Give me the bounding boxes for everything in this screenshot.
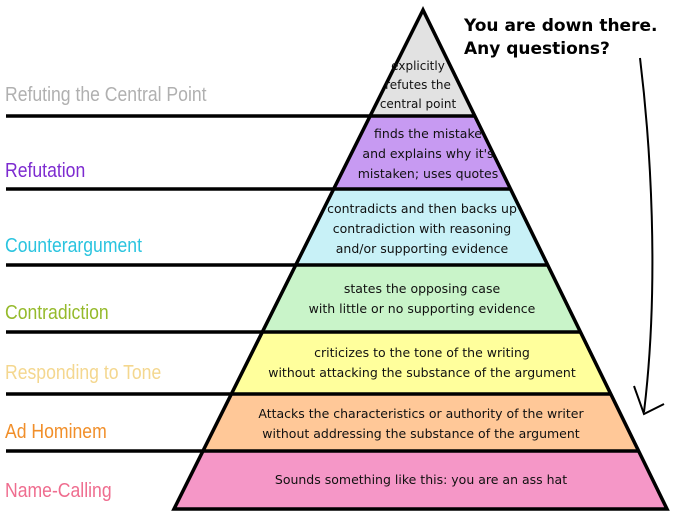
level-label-name-calling: Name-Calling bbox=[5, 480, 112, 502]
description-line: central point bbox=[379, 97, 457, 111]
level-label-ad-hominem: Ad Hominem bbox=[5, 421, 107, 443]
level-divider-lines bbox=[6, 114, 639, 453]
down-arrow-icon bbox=[639, 57, 654, 413]
pyramid-band bbox=[262, 265, 581, 332]
description-line: finds the mistake bbox=[374, 126, 482, 141]
level-label-refuting-central-point: Refuting the Central Point bbox=[5, 84, 207, 106]
description-line: Sounds something like this: you are an a… bbox=[274, 472, 568, 487]
pyramid-band bbox=[295, 189, 548, 265]
callout-line: You are down there. bbox=[464, 16, 658, 36]
pyramid-band bbox=[231, 332, 611, 394]
description-line: Attacks the characteristics or authority… bbox=[258, 406, 584, 421]
callout-text: You are down there. Any questions? bbox=[464, 15, 657, 61]
level-description-responding-to-tone: criticizes to the tone of the writing wi… bbox=[268, 343, 576, 383]
description-line: without attacking the substance of the a… bbox=[268, 365, 576, 380]
level-description-contradiction: states the opposing case with little or … bbox=[309, 279, 536, 319]
description-line: with little or no supporting evidence bbox=[308, 301, 536, 316]
level-label-responding-to-tone: Responding to Tone bbox=[5, 362, 162, 384]
arrow-head-icon bbox=[633, 385, 665, 416]
level-description-refuting-central-point: explicitly refutes the central point bbox=[380, 57, 456, 114]
level-label-counterargument: Counterargument bbox=[5, 235, 142, 257]
description-line: contradiction with reasoning bbox=[332, 221, 512, 236]
level-label-refutation: Refutation bbox=[5, 160, 86, 182]
pyramid-bands bbox=[174, 10, 667, 509]
level-description-name-calling: Sounds something like this: you are an a… bbox=[275, 470, 567, 490]
pyramid-band bbox=[370, 10, 475, 116]
description-line: states the opposing case bbox=[343, 281, 501, 296]
level-label-contradiction: Contradiction bbox=[5, 302, 109, 324]
level-description-counterargument: contradicts and then backs up contradict… bbox=[327, 199, 517, 259]
description-line: and/or supporting evidence bbox=[335, 241, 509, 256]
description-line: and explains why it's bbox=[362, 146, 494, 161]
callout-line: Any questions? bbox=[464, 39, 610, 59]
description-line: without addressing the substance of the … bbox=[262, 426, 580, 441]
pyramid-band bbox=[202, 394, 639, 451]
pyramid-band bbox=[174, 451, 667, 509]
level-description-ad-hominem: Attacks the characteristics or authority… bbox=[258, 404, 583, 444]
description-line: mistaken; uses quotes bbox=[357, 166, 499, 181]
description-line: refutes the bbox=[385, 78, 451, 92]
description-line: criticizes to the tone of the writing bbox=[314, 345, 530, 360]
description-line: explicitly bbox=[391, 59, 445, 73]
pyramid-outline bbox=[171, 6, 670, 511]
pyramid-band bbox=[333, 116, 511, 189]
description-line: contradicts and then backs up bbox=[327, 201, 517, 216]
level-description-refutation: finds the mistake and explains why it's … bbox=[358, 124, 499, 184]
